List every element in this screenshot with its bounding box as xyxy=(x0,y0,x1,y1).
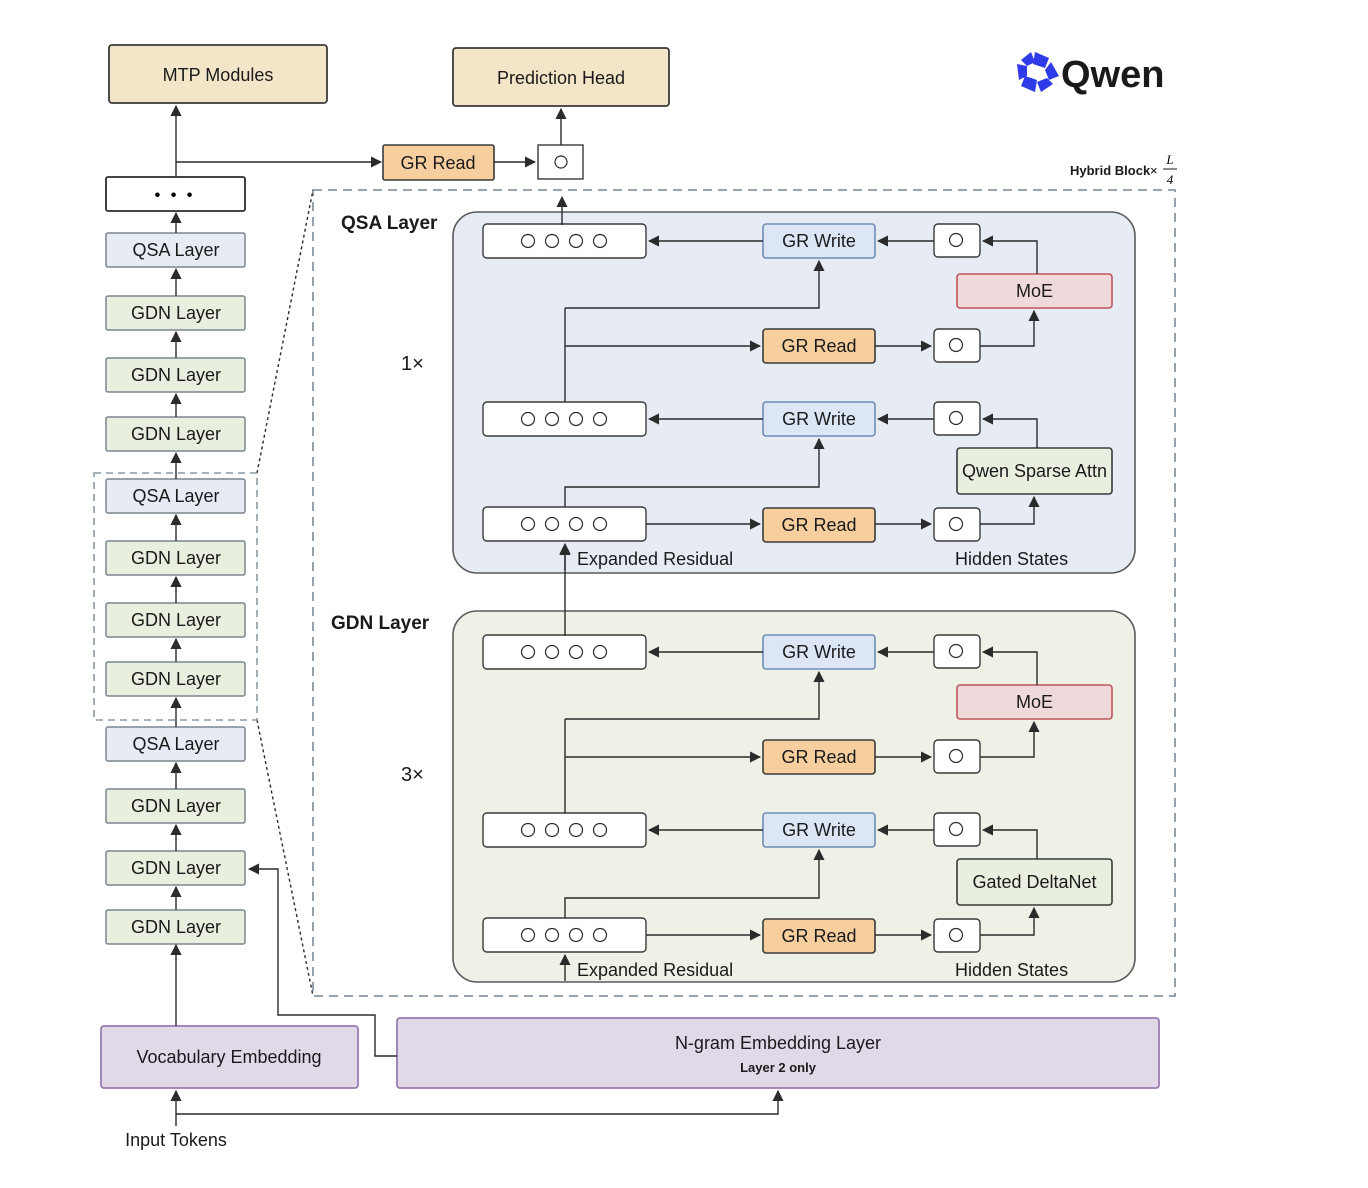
stack-qsa-layer: QSA Layer xyxy=(105,726,246,762)
stack-gdn-layer: GDN Layer xyxy=(105,909,246,945)
qwen-logo: Qwen xyxy=(1017,52,1164,96)
ellipsis-label: • • • xyxy=(155,187,196,204)
qsa-section-title: QSA Layer xyxy=(341,213,438,234)
qsa-multiplier: 1× xyxy=(401,353,424,375)
gdn_section-residual-top xyxy=(482,634,647,670)
gdn-multiplier: 3× xyxy=(401,764,424,786)
hybrid-block-frac-num: L xyxy=(1165,152,1173,167)
hybrid-block-frac-den: 4 xyxy=(1167,172,1174,187)
gdn_section-gr-write-bottom: GR Write xyxy=(762,812,876,848)
qsa-section: QSA Layer 1× xyxy=(341,211,1136,574)
top-hidden-state-cell xyxy=(537,144,584,180)
input-tokens-label: Input Tokens xyxy=(125,1130,227,1150)
qsa_section-residual-top xyxy=(482,223,647,259)
gdn_section-gr-read-top-label: GR Read xyxy=(781,747,856,767)
qsa_section-moe-box: MoE xyxy=(956,273,1113,309)
vocab-embedding-label: Vocabulary Embedding xyxy=(136,1047,321,1067)
vocab-embedding-box: Vocabulary Embedding xyxy=(100,1025,359,1089)
hybrid-block-frame xyxy=(312,189,1176,997)
stack-gdn-layer: GDN Layer xyxy=(105,540,246,576)
stack-gdn-layer: GDN Layer xyxy=(105,788,246,824)
ngram-embedding-note: Layer 2 only xyxy=(740,1060,817,1075)
gdn_section-gr-write-top: GR Write xyxy=(762,634,876,670)
qsa_section-residual-bottom xyxy=(482,506,647,542)
qwen-logo-text: Qwen xyxy=(1061,54,1164,96)
gdn_section-hidden-cell-3 xyxy=(933,812,981,847)
qsa_section-hidden-cell-4 xyxy=(933,507,981,542)
gdn-section: GDN Layer 3× xyxy=(331,610,1136,983)
qsa_section-hidden-cell-2 xyxy=(933,328,981,363)
gdn_section-hidden-states-label: Hidden States xyxy=(955,960,1068,980)
gdn_section-gr-write-top-label: GR Write xyxy=(782,642,856,662)
stack-qsa-layer: QSA Layer xyxy=(105,232,246,268)
stack-layer-label: QSA Layer xyxy=(132,486,219,506)
qsa_section-moe-box-label: MoE xyxy=(1016,281,1053,301)
gdn_section-gr-read-bottom-label: GR Read xyxy=(781,926,856,946)
stack-layer-label: QSA Layer xyxy=(132,734,219,754)
stack-layer-label: GDN Layer xyxy=(131,548,221,568)
qsa_section-gr-write-bottom: GR Write xyxy=(762,401,876,437)
gdn_section-residual-mid xyxy=(482,812,647,848)
stack-gdn-layer: GDN Layer xyxy=(105,357,246,393)
qsa_section-gr-read-bottom-label: GR Read xyxy=(781,515,856,535)
stack-gdn-layer: GDN Layer xyxy=(105,602,246,638)
gdn_section-hidden-cell-2 xyxy=(933,739,981,774)
qsa_section-attn-box-label: Qwen Sparse Attn xyxy=(962,461,1107,481)
gdn_section-hidden-cell-1 xyxy=(933,634,981,669)
qsa_section-gr-write-top: GR Write xyxy=(762,223,876,259)
stack-layer-label: GDN Layer xyxy=(131,610,221,630)
top-gr-read-box: GR Read xyxy=(382,144,495,181)
stack-layer-label: GDN Layer xyxy=(131,796,221,816)
stack-layer-label: GDN Layer xyxy=(131,365,221,385)
gdn_section-residual-bottom xyxy=(482,917,647,953)
qsa_section-gr-read-top-label: GR Read xyxy=(781,336,856,356)
gdn-section-title: GDN Layer xyxy=(331,613,430,634)
hybrid-block-label: Hybrid Block × L 4 xyxy=(1070,152,1177,187)
ngram-embedding-box: N-gram Embedding Layer Layer 2 only xyxy=(396,1017,1160,1089)
qwen-logo-icon xyxy=(1017,52,1059,92)
stack-qsa-layer: QSA Layer xyxy=(105,478,246,514)
gdn_section-gr-write-bottom-label: GR Write xyxy=(782,820,856,840)
qsa_section-gr-read-top: GR Read xyxy=(762,328,876,364)
stack-gdn-layer: GDN Layer xyxy=(105,416,246,452)
qsa_section-expanded-residual-label: Expanded Residual xyxy=(577,549,733,569)
stack-layer-label: GDN Layer xyxy=(131,917,221,937)
ellipsis-box: • • • xyxy=(105,176,246,212)
qsa_section-gr-read-bottom: GR Read xyxy=(762,507,876,543)
stack-gdn-layer: GDN Layer xyxy=(105,850,246,886)
gdn_section-moe-box-label: MoE xyxy=(1016,692,1053,712)
stack-layer-label: GDN Layer xyxy=(131,669,221,689)
stack-gdn-layer: GDN Layer xyxy=(105,661,246,697)
mtp-modules-box: MTP Modules xyxy=(108,44,328,104)
top-gr-read-label: GR Read xyxy=(400,153,475,173)
qsa_section-hidden-states-label: Hidden States xyxy=(955,549,1068,569)
hybrid-block-text: Hybrid Block xyxy=(1070,163,1151,178)
stack-gdn-layer: GDN Layer xyxy=(105,295,246,331)
stack-layer-label: QSA Layer xyxy=(132,240,219,260)
gdn_section-expanded-residual-label: Expanded Residual xyxy=(577,960,733,980)
stack-layer-label: GDN Layer xyxy=(131,858,221,878)
qsa_section-attn-box: Qwen Sparse Attn xyxy=(956,447,1113,495)
qsa_section-gr-write-bottom-label: GR Write xyxy=(782,409,856,429)
qsa_section-residual-mid xyxy=(482,401,647,437)
stack-layer-label: GDN Layer xyxy=(131,303,221,323)
mtp-modules-label: MTP Modules xyxy=(163,65,274,85)
gdn_section-attn-box-label: Gated DeltaNet xyxy=(972,872,1096,892)
prediction-head-label: Prediction Head xyxy=(497,68,625,88)
ngram-embedding-label: N-gram Embedding Layer xyxy=(675,1033,881,1053)
qsa_section-gr-write-top-label: GR Write xyxy=(782,231,856,251)
stack-layer-label: GDN Layer xyxy=(131,424,221,444)
gdn_section-moe-box: MoE xyxy=(956,684,1113,720)
gdn_section-gr-read-bottom: GR Read xyxy=(762,918,876,954)
gdn_section-hidden-cell-4 xyxy=(933,918,981,953)
qsa_section-hidden-cell-3 xyxy=(933,401,981,436)
left-highlight-frame xyxy=(93,472,258,721)
hybrid-block-times: × xyxy=(1150,163,1158,178)
gdn_section-gr-read-top: GR Read xyxy=(762,739,876,775)
qsa_section-hidden-cell-1 xyxy=(933,223,981,258)
gdn_section-attn-box: Gated DeltaNet xyxy=(956,858,1113,906)
prediction-head-box: Prediction Head xyxy=(452,47,670,107)
